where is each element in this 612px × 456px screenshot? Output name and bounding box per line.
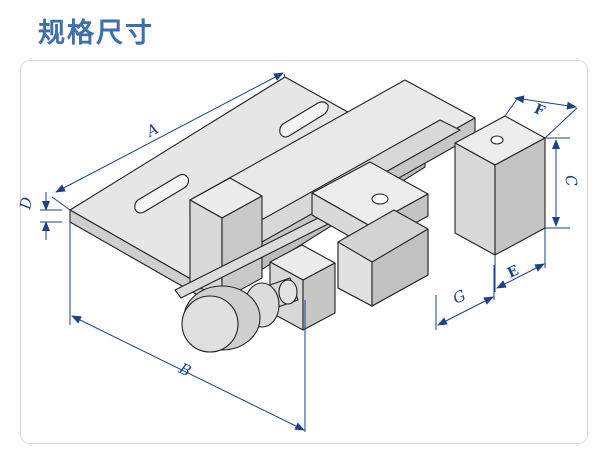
dimension-lines bbox=[40, 72, 578, 432]
dim-label-e: E bbox=[505, 263, 521, 282]
dim-label-f: F bbox=[531, 101, 547, 120]
dim-label-c: C bbox=[561, 174, 581, 189]
dim-label-b: B bbox=[175, 359, 194, 380]
cube-block bbox=[454, 115, 546, 256]
dim-label-d: D bbox=[16, 196, 36, 212]
dim-label-g: G bbox=[450, 286, 468, 307]
sliding-jaw bbox=[311, 161, 429, 307]
vise-body bbox=[69, 76, 546, 353]
page-title: 规格尺寸 bbox=[38, 18, 154, 49]
